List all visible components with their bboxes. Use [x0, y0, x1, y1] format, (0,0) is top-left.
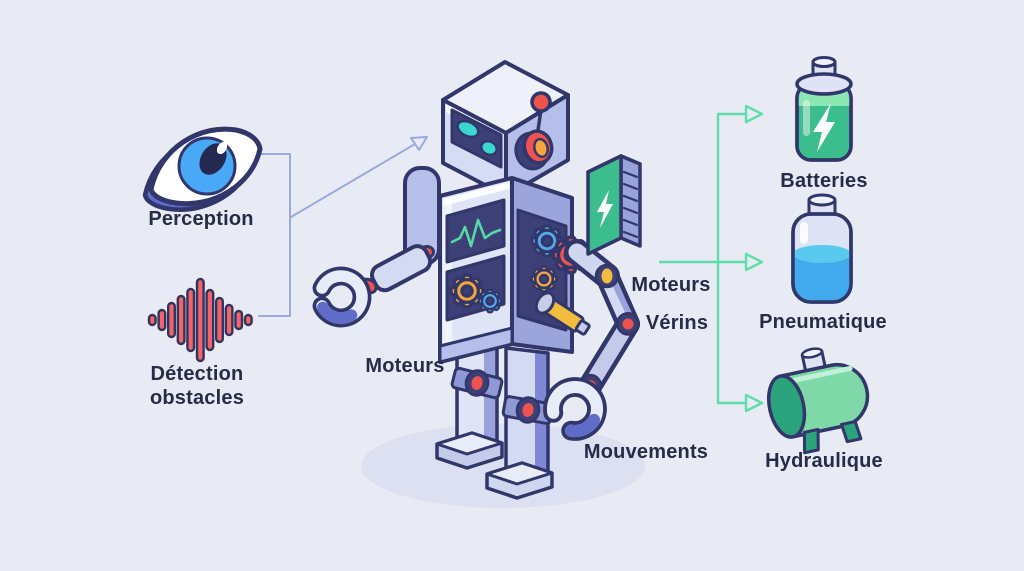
connector-line	[658, 112, 748, 405]
label-detection-obstacles: Détection obstacles	[150, 362, 244, 410]
vent-lines	[622, 170, 639, 239]
antenna-stem	[536, 108, 543, 132]
robot-torso	[438, 176, 591, 364]
side-gear-orange	[530, 265, 558, 293]
arrowhead-batteries-icon	[744, 104, 764, 124]
label-moteurs-left: Moteurs	[365, 355, 445, 377]
waist-band	[438, 326, 514, 364]
robot-legs	[450, 340, 555, 478]
lightning-bolt-icon	[813, 103, 835, 152]
robot-shadow	[361, 424, 645, 508]
soundwave-icon	[147, 277, 253, 363]
robot-illustration	[312, 60, 645, 508]
air-tank-icon	[791, 193, 853, 304]
lightning-bolt-icon	[597, 190, 613, 228]
ecg-line	[450, 218, 502, 248]
shoulder-joint	[594, 263, 620, 289]
tank-leg	[840, 420, 863, 444]
arrowhead-to-robot-icon	[410, 136, 428, 151]
elbow-joint	[616, 312, 640, 336]
robot-left-arm	[312, 244, 435, 328]
right-eye	[480, 139, 498, 157]
label-verins: Vérins	[645, 312, 709, 334]
hydraulic-tank-icon	[766, 347, 870, 455]
eye-icon	[142, 126, 263, 212]
right-claw	[543, 377, 607, 441]
battery-pack-icon	[586, 154, 642, 256]
left-eye	[456, 119, 480, 139]
battery-icon	[795, 56, 853, 162]
piston	[534, 291, 591, 336]
connector-line	[258, 143, 416, 317]
robot-right-arm	[543, 239, 640, 441]
label-pneumatique: Pneumatique	[759, 311, 887, 333]
right-knee-joint	[501, 395, 555, 425]
antenna-ball	[530, 91, 552, 113]
arrowhead-hydraulique-icon	[744, 393, 764, 413]
robot-feet	[435, 431, 554, 500]
label-moteurs-right: Moteurs	[631, 274, 711, 296]
tank-leg	[802, 427, 820, 455]
connector-sensors-to-robot	[258, 136, 428, 317]
label-hydraulique: Hydraulique	[765, 450, 883, 472]
robot-head	[441, 60, 570, 198]
label-detection-line2: obstacles	[149, 387, 245, 409]
torso-highlight	[443, 182, 509, 206]
connector-robot-to-outputs	[658, 104, 764, 413]
chest-gear-blue	[477, 288, 503, 314]
label-detection-line1: Détection	[150, 363, 244, 385]
arrowhead-pneumatique-icon	[744, 252, 764, 272]
left-knee-joint	[450, 366, 504, 400]
label-mouvements: Mouvements	[583, 441, 709, 463]
label-perception: Perception	[148, 208, 254, 230]
eye-glint	[216, 141, 228, 155]
ear-speaker	[514, 129, 554, 171]
left-claw	[312, 266, 372, 328]
label-batteries: Batteries	[780, 170, 868, 192]
